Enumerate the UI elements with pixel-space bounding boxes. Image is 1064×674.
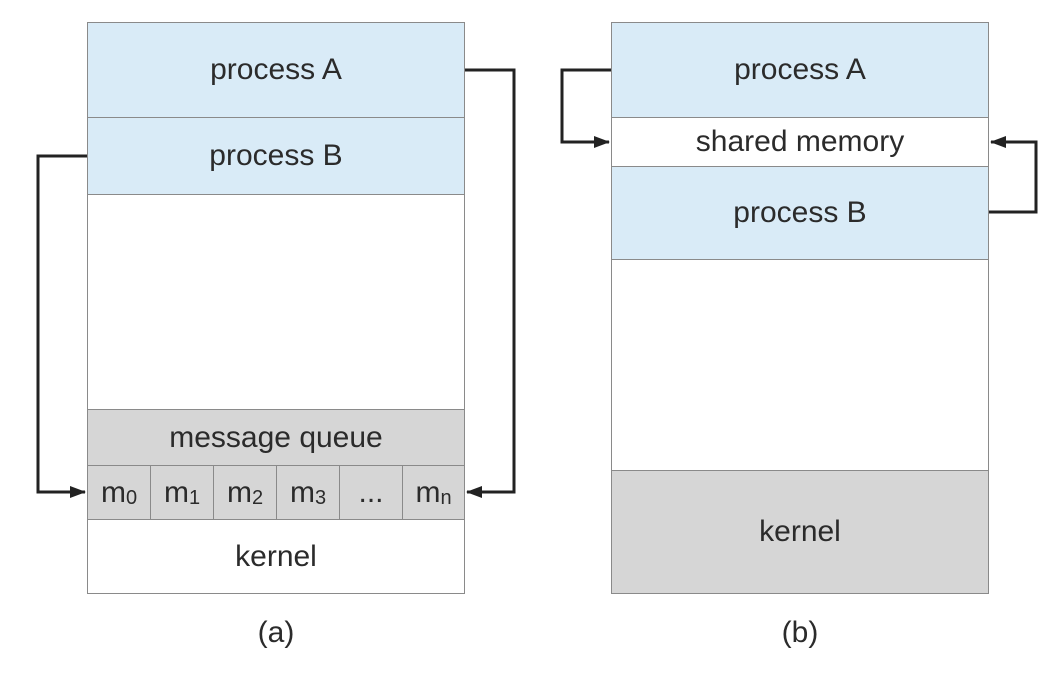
process-b-block: process B <box>611 166 989 260</box>
kernel-label: kernel <box>759 515 841 548</box>
arrow-process-a-to-queue <box>465 68 516 498</box>
arrow-process-a-to-shared-memory <box>560 68 611 148</box>
caption-b: (b) <box>781 616 819 649</box>
kernel-block: kernel <box>611 470 989 594</box>
process-a-block: process A <box>611 22 989 118</box>
free-space-block <box>611 259 989 471</box>
kernel-block: kernel <box>87 519 465 594</box>
kernel-label: kernel <box>235 539 317 573</box>
process-a-label: process A <box>734 53 866 86</box>
arrow-process-b-to-shared-memory <box>989 136 1038 214</box>
process-a-label: process A <box>210 53 342 86</box>
arrow-process-b-to-queue <box>36 154 87 498</box>
process-b-label: process B <box>209 139 343 172</box>
free-space-block <box>87 194 465 410</box>
process-a-block: process A <box>87 22 465 118</box>
caption-a: (a) <box>257 616 295 649</box>
message-cell-ellipsis: ... <box>339 465 403 520</box>
shared-memory-label: shared memory <box>695 125 905 158</box>
message-queue-label: message queue <box>169 420 383 454</box>
process-b-label: process B <box>733 196 867 229</box>
